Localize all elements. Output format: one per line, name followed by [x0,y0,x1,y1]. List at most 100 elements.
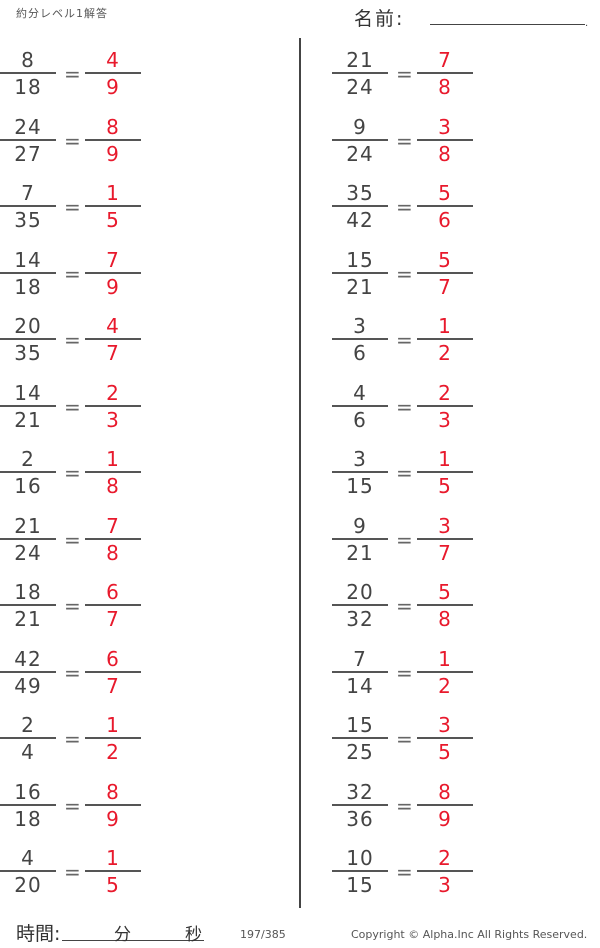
answer-numerator: 1 [106,846,120,870]
question-numerator: 15 [346,247,374,272]
equals-sign: = [64,793,81,818]
fraction-bar [332,537,388,540]
fraction-bar [417,803,473,806]
question-numerator: 3 [353,314,367,338]
question-numerator: 7 [21,181,35,205]
question-numerator: 7 [353,646,367,671]
fraction-bar [332,271,388,274]
answer-denominator: 9 [106,274,120,299]
question-numerator: 2 [21,713,35,737]
question-denominator: 14 [346,673,374,698]
answer-numerator: 6 [106,646,120,671]
answer-numerator: 6 [106,580,120,604]
answer-numerator: 1 [438,314,452,338]
equals-sign: = [396,594,413,618]
answer-denominator: 8 [438,607,452,631]
question-numerator: 4 [353,380,367,405]
answer-denominator: 7 [106,673,120,698]
answer-denominator: 3 [106,407,120,432]
question-denominator: 4 [21,740,35,764]
column-divider [299,38,301,908]
answer-denominator: 8 [438,141,452,166]
fraction-bar [85,338,141,340]
question-numerator: 9 [353,114,367,139]
fraction-bar [0,737,56,739]
answer-numerator: 1 [106,181,120,205]
fraction-bar [0,404,56,407]
question-numerator: 8 [21,48,35,72]
fraction-bar [332,471,388,473]
answer-denominator: 6 [438,208,452,232]
fraction-bar [85,604,141,606]
question-numerator: 18 [14,580,42,604]
answer-denominator: 9 [106,141,120,166]
answer-denominator: 8 [438,75,452,99]
fraction-bar [417,404,473,407]
answer-numerator: 1 [438,646,452,671]
answer-numerator: 7 [106,513,120,538]
question-denominator: 32 [346,607,374,631]
fraction-bar [417,138,473,141]
fraction-bar [85,737,141,739]
question-numerator: 42 [14,646,42,671]
fraction-bar [332,205,388,207]
question-denominator: 21 [14,607,42,631]
question-denominator: 18 [14,806,42,831]
equals-sign: = [64,261,81,286]
fraction-bar [332,138,388,141]
name-field-line[interactable] [430,24,585,25]
fraction-bar [332,604,388,606]
question-denominator: 24 [14,540,42,565]
question-denominator: 15 [346,873,374,897]
answer-denominator: 7 [106,341,120,365]
question-denominator: 18 [14,274,42,299]
worksheet-title: 約分レベル1解答 [16,7,108,20]
equals-sign: = [64,195,81,219]
question-numerator: 4 [21,846,35,870]
answer-numerator: 8 [106,114,120,139]
fraction-bar [417,870,473,872]
answer-numerator: 5 [438,580,452,604]
question-denominator: 35 [14,208,42,232]
question-denominator: 24 [346,141,374,166]
equals-sign: = [64,594,81,618]
time-field-line[interactable] [62,940,204,941]
question-numerator: 20 [14,314,42,338]
